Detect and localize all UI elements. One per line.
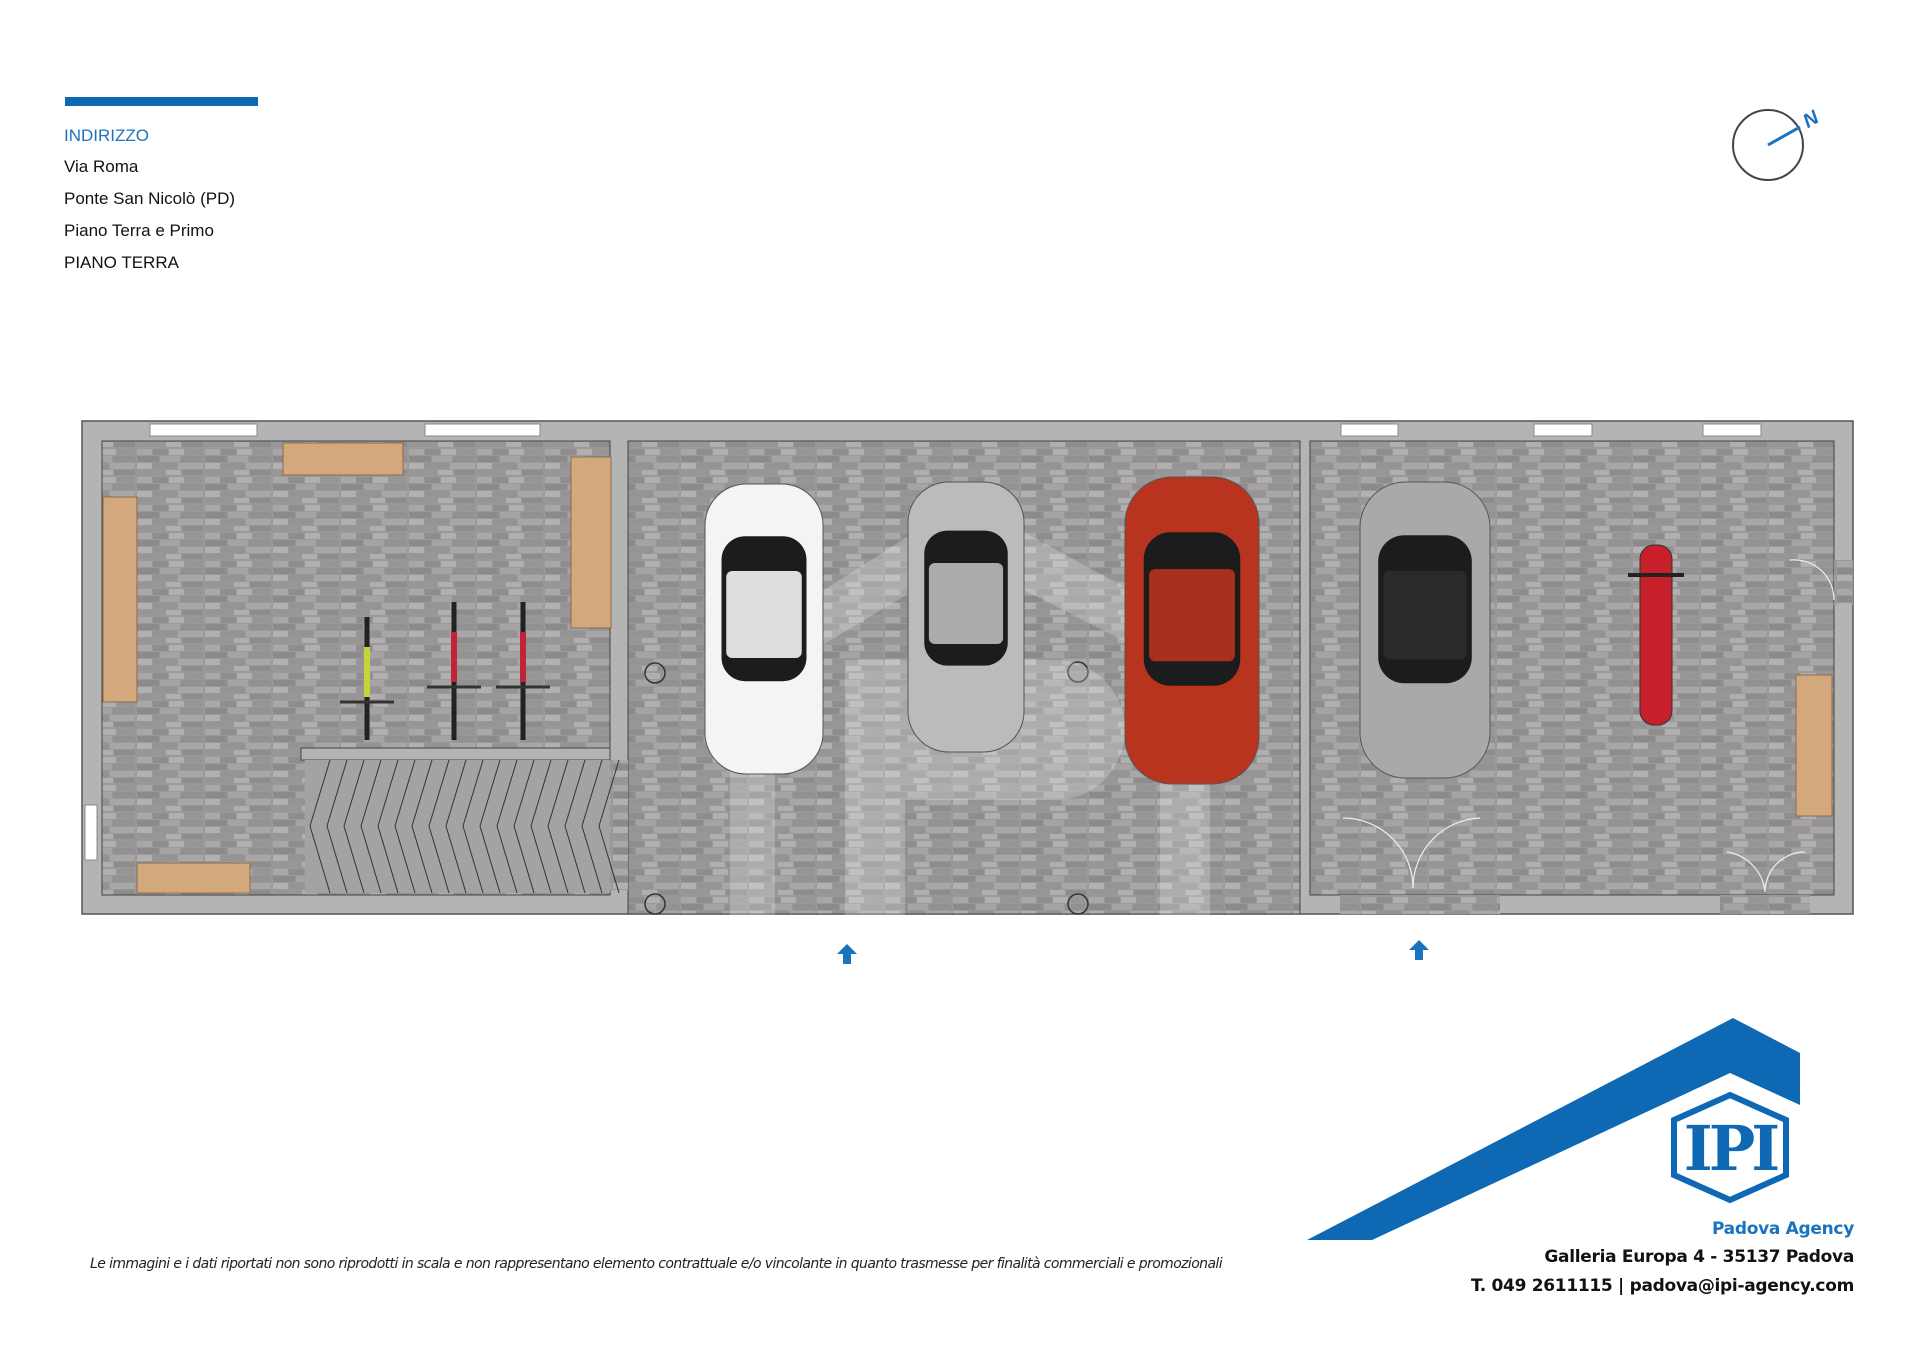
doors: [1342, 559, 1835, 893]
silver-car: [907, 481, 1025, 753]
north-compass: N: [1732, 106, 1823, 181]
white-car: [704, 483, 824, 775]
inner-wall: [300, 747, 611, 761]
disclaimer-text: Le immagini e i dati riportati non sono …: [90, 1256, 1223, 1272]
address-street: Via Roma: [64, 157, 139, 176]
logo-text: IPI: [1684, 1112, 1779, 1185]
windows: [84, 423, 1762, 861]
logo-hexagon: [1671, 1091, 1789, 1204]
address-floors: Piano Terra e Primo: [64, 221, 214, 240]
bicycle: [340, 617, 394, 740]
agency-name: Padova Agency: [1711, 1219, 1854, 1239]
arrow-up-icon: [837, 944, 857, 964]
doorway: [610, 760, 628, 890]
bicycle: [427, 602, 481, 740]
staircase: [305, 759, 620, 894]
compass-north-label: N: [1799, 106, 1823, 133]
side-door-opening: [1834, 560, 1853, 605]
motorcycle: [1628, 544, 1684, 726]
dark-suv: [1359, 481, 1491, 779]
arrow-up-icon: [1409, 940, 1429, 960]
floor-label: PIANO TERRA: [64, 253, 179, 272]
shelves: [102, 442, 1833, 894]
agency-contact[interactable]: T. 049 2611115 | padova@ipi-agency.com: [1471, 1276, 1854, 1296]
bicycle: [496, 602, 550, 740]
agency-address: Galleria Europa 4 - 35137 Padova: [1544, 1247, 1854, 1267]
address-heading: INDIRIZZO: [64, 126, 149, 145]
red-suv: [1124, 476, 1260, 785]
garage-door-opening: [1340, 895, 1500, 914]
entry-door-opening: [1720, 895, 1810, 914]
logo-roof: [1307, 1018, 1800, 1240]
entrance-arrows: [837, 940, 1429, 964]
header-accent-bar: [65, 97, 258, 106]
address-city: Ponte San Nicolò (PD): [64, 189, 236, 208]
columns: [644, 661, 1089, 915]
agency-logo: IPI: [1307, 1018, 1800, 1240]
